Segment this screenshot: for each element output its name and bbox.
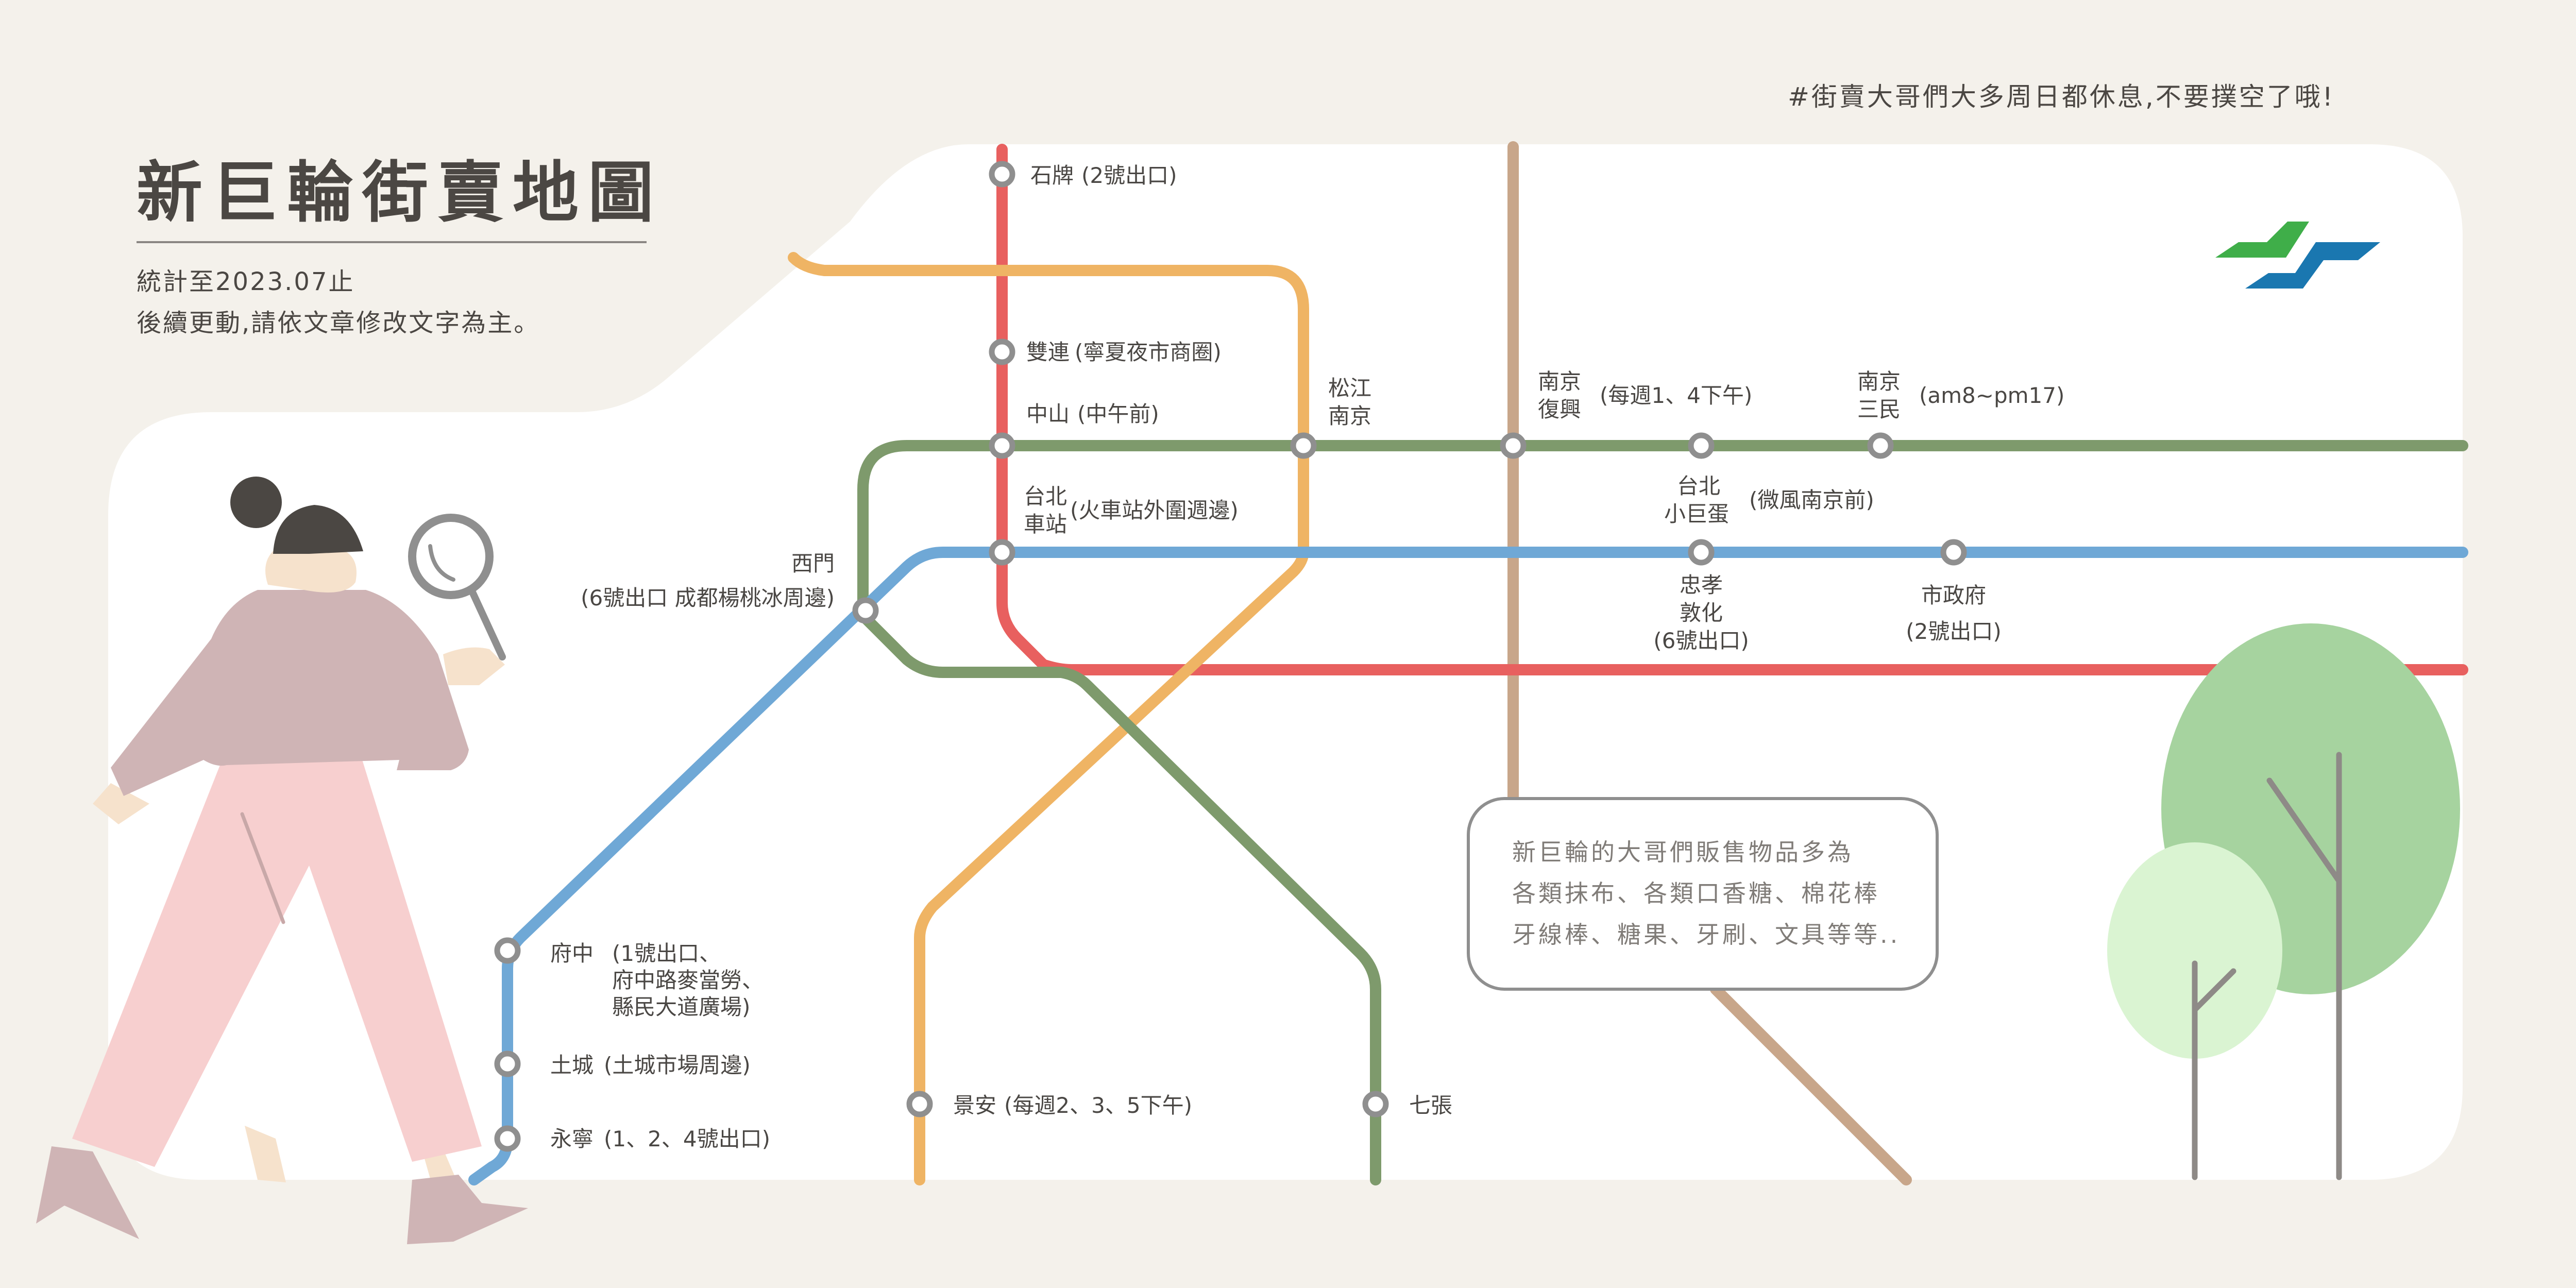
brown-line-tail (1710, 984, 1912, 1185)
orange-line (788, 252, 1309, 1185)
station-marker-ximen[interactable] (852, 597, 879, 624)
title-divider (137, 241, 647, 243)
station-label-songjiang-2: 南京 (1328, 403, 1371, 429)
station-label-fuzhong: 府中 (550, 941, 594, 966)
station-marker-yongning[interactable] (494, 1125, 521, 1152)
station-marker-arena[interactable] (1688, 432, 1715, 459)
station-marker-zhongxiao[interactable] (1688, 539, 1715, 566)
station-marker-zhongshan[interactable] (989, 432, 1015, 459)
station-label-tucheng: 土城(土城市場周邊) (550, 1053, 751, 1078)
station-marker-shipai[interactable] (989, 161, 1015, 188)
station-label-taipei-main: 台北 (1024, 484, 1067, 509)
info-box-line-1: 新巨輪的大哥們販售物品多為 (1512, 838, 1854, 866)
station-detail-zhongxiao: (6號出口) (1653, 628, 1749, 653)
station-detail-arena: (微風南京前) (1749, 487, 1874, 513)
station-detail-fuzhong: (1號出口、 (612, 941, 721, 966)
station-detail-fuzhong-3: 縣民大道廣場) (612, 994, 750, 1020)
station-detail-sanmin: (am8~pm17) (1919, 383, 2064, 408)
station-label-cityhall: 市政府 (1921, 583, 1986, 608)
station-detail-cityhall: (2號出口) (1906, 619, 2002, 644)
station-label-shuanglian: 雙連(寧夏夜市商圈) (1026, 340, 1222, 365)
page-subtitle-date: 統計至2023.07止 (137, 267, 355, 296)
station-label-zhongshan: 中山(中午前) (1026, 401, 1159, 427)
station-marker-shuanglian[interactable] (989, 338, 1015, 365)
station-label-yongning: 永寧(1、2、4號出口) (550, 1126, 770, 1151)
station-detail-ximen: (6號出口 成都楊桃冰周邊) (581, 585, 835, 611)
tree-illustration (2107, 623, 2460, 1180)
station-label-taipei-main-2: 車站 (1024, 512, 1067, 537)
green-line (857, 440, 2468, 1185)
station-label-zhongxiao-2: 敦化 (1680, 600, 1723, 625)
station-detail-taipei-main: (火車站外圍週邊) (1070, 498, 1239, 523)
station-marker-taipei-main[interactable] (989, 539, 1015, 566)
station-label-arena-2: 小巨蛋 (1664, 501, 1729, 527)
station-marker-tucheng[interactable] (494, 1050, 521, 1077)
station-label-zhongxiao: 忠孝 (1680, 572, 1723, 598)
info-box-line-3: 牙線棒、糖果、牙刷、文具等等.. (1512, 921, 1900, 948)
station-marker-jingan[interactable] (906, 1091, 933, 1117)
station-label-jingan: 景安(每週2、3、5下午) (953, 1093, 1192, 1118)
sunday-note: #街賣大哥們大多周日都休息,不要撲空了哦! (1788, 82, 2335, 112)
station-label-songjiang: 松江 (1328, 376, 1371, 401)
station-marker-sanmin[interactable] (1867, 432, 1894, 459)
station-detail-fuxing: (每週1、4下午) (1600, 383, 1752, 408)
station-detail-fuzhong-2: 府中路麥當勞、 (612, 968, 764, 993)
metro-logo-icon (2215, 222, 2380, 289)
station-label-ximen: 西門 (791, 551, 835, 576)
page-title: 新巨輪街賣地圖 (137, 155, 663, 231)
info-box-line-2: 各類抹布、各類口香糖、棉花棒 (1512, 879, 1880, 907)
station-marker-fuxing[interactable] (1500, 432, 1527, 459)
station-label-arena: 台北 (1677, 473, 1720, 499)
station-label-fuxing: 南京 (1538, 369, 1581, 394)
station-marker-songjiang[interactable] (1290, 432, 1317, 459)
station-label-shipai: 石牌(2號出口) (1030, 163, 1177, 188)
page-subtitle-notice: 後續更動,請依文章修改文字為主。 (137, 309, 540, 337)
station-marker-fuzhong[interactable] (494, 937, 521, 964)
info-box (1467, 797, 1939, 991)
station-label-fuxing-2: 復興 (1538, 397, 1581, 422)
station-marker-qizhang[interactable] (1362, 1091, 1389, 1117)
station-label-sanmin-2: 三民 (1857, 397, 1901, 422)
station-label-qizhang: 七張 (1409, 1093, 1452, 1118)
station-marker-cityhall[interactable] (1940, 539, 1967, 566)
person-illustration (36, 477, 528, 1244)
station-label-sanmin: 南京 (1857, 369, 1901, 394)
